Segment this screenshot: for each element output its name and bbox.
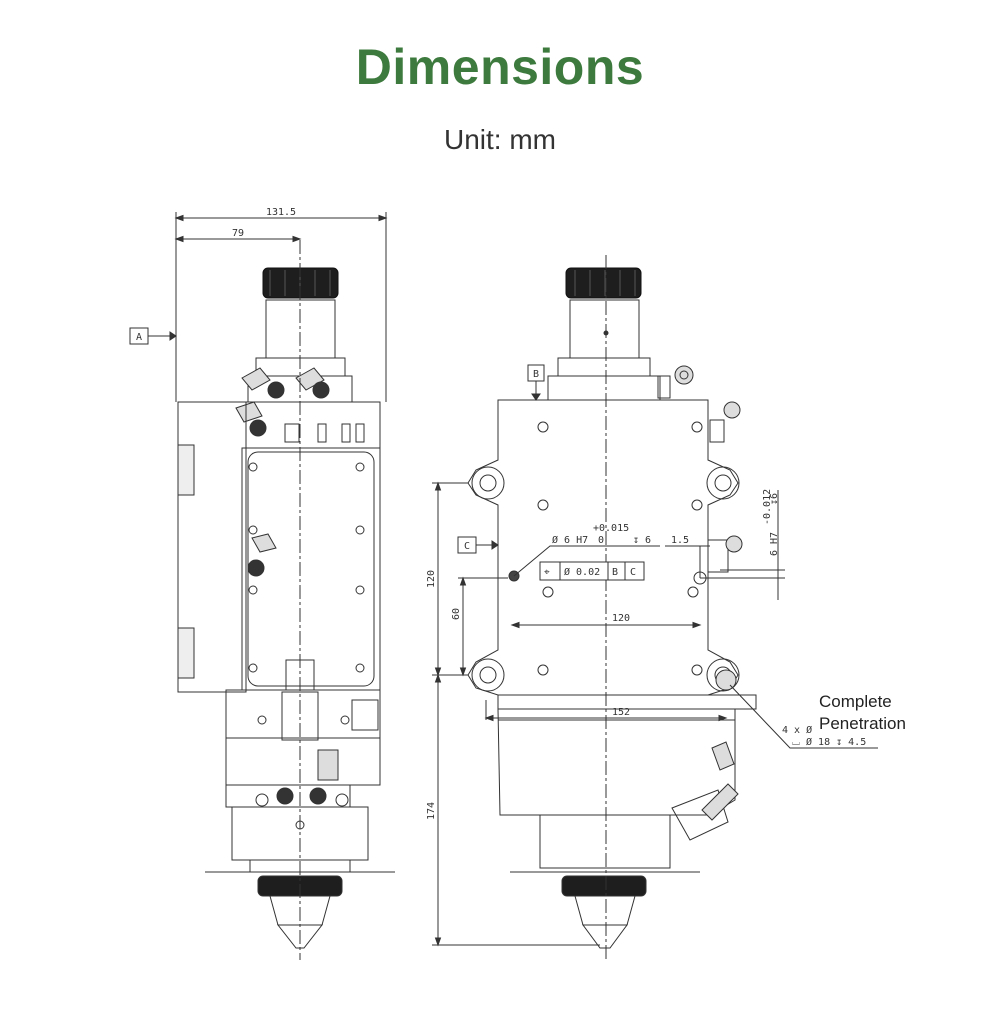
datum-c-label: C (464, 541, 470, 552)
dim-overall-width: 131.5 (266, 207, 296, 218)
side-hole-tolerance: -0.012 (762, 489, 773, 525)
page-title: Dimensions (355, 39, 645, 95)
fcf-position-symbol: ⌖ (544, 567, 550, 578)
mount-holes-qty: 4 x Ø (782, 724, 812, 736)
dim-pin-offset: 1.5 (671, 535, 689, 546)
tolerance-upper: +0.015 (593, 523, 629, 534)
unit-label: Unit: mm (444, 124, 556, 155)
front-view (432, 255, 878, 960)
front-top-cap (565, 267, 642, 299)
datum-b-label: B (533, 369, 539, 380)
dim-height-60: 60 (451, 608, 462, 620)
front-main-plate (467, 399, 739, 696)
fcf-datum-c: C (630, 567, 636, 578)
dim-width-152: 152 (612, 707, 630, 718)
dim-hole-spacing: 120 (612, 613, 630, 624)
dim-height-120: 120 (426, 570, 437, 588)
hole-depth: ↧ 6 (633, 535, 651, 546)
tolerance-lower: 0 (598, 535, 604, 546)
side-view (129, 212, 395, 960)
fcf-datum-b: B (612, 567, 618, 578)
fcf-tolerance: Ø 0.02 (564, 566, 600, 578)
datum-a-label: A (136, 332, 142, 343)
side-cover-plate (247, 451, 375, 687)
side-hole-depth: ↧6 (769, 493, 780, 505)
dim-height-174: 174 (426, 802, 437, 820)
hole-spec: Ø 6 H7 (552, 534, 588, 546)
dim-center-offset: 79 (232, 228, 244, 239)
callout-penetration: Penetration (819, 714, 906, 733)
mount-holes-spec: ⌴ Ø 18 ↧ 4.5 (792, 736, 866, 748)
side-hole-spec: 6 H7 (769, 532, 780, 556)
callout-complete: Complete (819, 692, 892, 711)
